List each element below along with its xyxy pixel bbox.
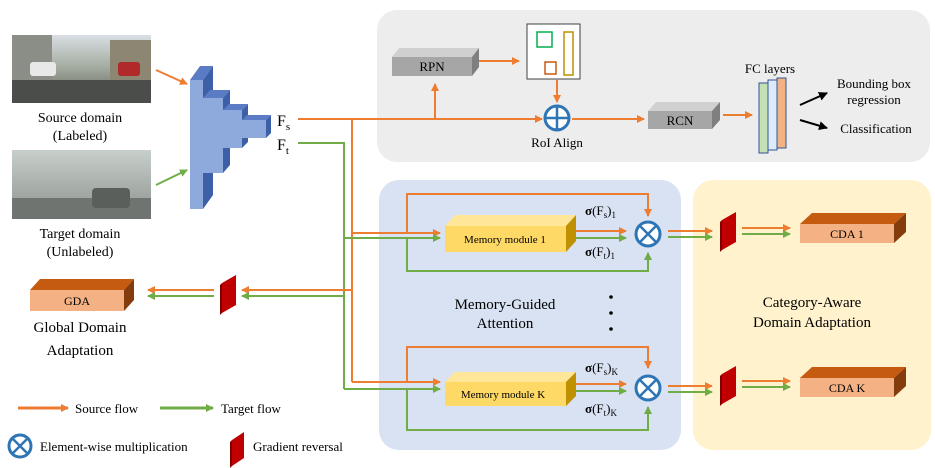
sigma-ft-k: σ(Ft)K	[585, 401, 618, 418]
memory-title-1: Memory-Guided	[455, 297, 556, 313]
source-domain-label: Source domain	[38, 111, 122, 126]
gradient-reversal-k	[720, 366, 736, 406]
fc-layers-stack	[758, 77, 787, 154]
memory-module-k-label: Memory module K	[461, 389, 545, 401]
target-domain-sublabel: (Unlabeled)	[47, 245, 114, 260]
cda-title-2: Domain Adaptation	[753, 315, 871, 331]
target-domain-label: Target domain	[40, 227, 121, 242]
gradient-reversal-global	[220, 275, 236, 315]
legend-target-label: Target flow	[221, 401, 281, 416]
mmk-source-bypass	[406, 346, 652, 382]
sigma-fs-1: σ(Fs)1	[585, 203, 616, 220]
global-title-1: Global Domain	[34, 320, 127, 336]
proposals-thumbnail	[526, 23, 581, 80]
cls-arrow	[799, 119, 828, 131]
cda-1-box	[800, 213, 906, 243]
memory-module-1-label: Memory module 1	[464, 234, 546, 246]
sigma-fs-k: σ(Fs)K	[585, 360, 619, 377]
sigma-ft-1: σ(Ft)1	[585, 244, 615, 261]
backbone-network	[190, 66, 271, 209]
roi-align-plus-icon	[543, 104, 571, 132]
roi-align-label: RoI Align	[531, 135, 583, 150]
target-domain-image	[12, 150, 151, 219]
legend-reversal-icon	[230, 432, 244, 468]
bbox-regression-label-1: Bounding box	[837, 76, 912, 91]
source-domain-sublabel: (Labeled)	[53, 129, 108, 144]
target-flow-main	[298, 142, 345, 389]
ft-label: Ft	[277, 137, 289, 157]
rcn-box	[648, 102, 720, 129]
memory-module-1-box	[445, 215, 576, 252]
gda-label: GDA	[64, 294, 90, 308]
rpn-label: RPN	[419, 59, 445, 74]
source-input-arrow	[155, 69, 188, 85]
memory-module-k-box	[445, 372, 576, 406]
gda-box	[30, 279, 134, 311]
fc-layers-label: FC layers	[745, 61, 795, 76]
vertical-ellipsis-icon	[609, 295, 613, 331]
cda-k-label: CDA K	[829, 381, 866, 395]
legend-otimes-icon	[7, 433, 33, 459]
legend-elementwise-label: Element-wise multiplication	[40, 439, 188, 454]
otimes-k-icon	[634, 374, 662, 402]
bbox-regression-label-2: regression	[847, 92, 901, 107]
rpn-box	[392, 48, 479, 76]
cda-title-1: Category-Aware	[763, 295, 862, 311]
detector-panel	[377, 10, 930, 162]
gradient-reversal-1	[720, 212, 736, 252]
source-domain-image	[12, 35, 151, 103]
target-input-arrow	[155, 169, 188, 186]
legend-reversal-label: Gradient reversal	[253, 439, 343, 454]
fs-label: Fs	[277, 113, 290, 133]
bbox-arrow	[799, 92, 828, 106]
rcn-label: RCN	[667, 113, 694, 128]
mm1-source-bypass	[406, 193, 652, 233]
mm1-target-bypass	[406, 238, 652, 272]
otimes-1-icon	[634, 220, 662, 248]
global-title-2: Adaptation	[47, 343, 114, 359]
mmk-target-bypass	[406, 389, 652, 431]
classification-label: Classification	[840, 121, 912, 136]
cda-1-label: CDA 1	[830, 227, 864, 241]
legend-source-label: Source flow	[75, 401, 139, 416]
cda-k-box	[800, 367, 906, 397]
memory-title-2: Attention	[477, 316, 534, 332]
